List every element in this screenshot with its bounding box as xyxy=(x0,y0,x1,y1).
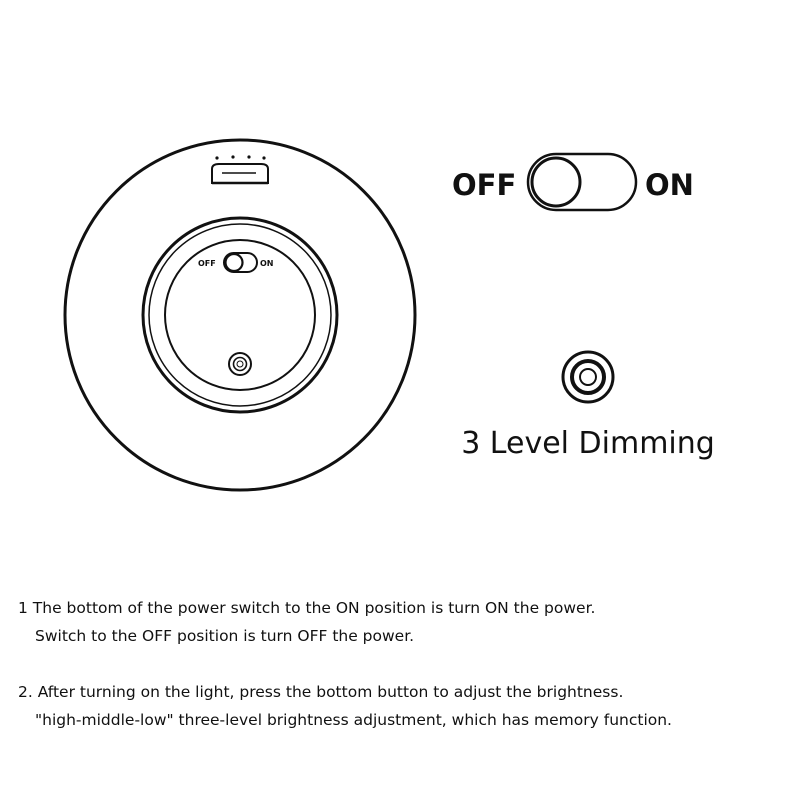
connector-icon xyxy=(211,163,269,185)
instruction-1-line-1: 1 The bottom of the power switch to the … xyxy=(18,599,596,617)
push-button-icon xyxy=(561,350,615,404)
round-light-fixture-icon: OFF ON xyxy=(63,138,417,492)
device-switch-off-label: OFF xyxy=(198,259,216,268)
inner-ring-mid xyxy=(148,223,332,407)
device-switch-on-label: ON xyxy=(260,259,274,268)
callout-off-label: OFF xyxy=(452,168,516,202)
inner-ring-outer xyxy=(141,216,339,414)
device-button xyxy=(228,352,252,376)
device-switch: OFF ON xyxy=(198,252,274,273)
outer-rim xyxy=(63,138,417,492)
indicator-dots xyxy=(215,155,266,160)
callout-on-label: ON xyxy=(645,168,694,202)
instruction-2-line-1: 2. After turning on the light, press the… xyxy=(18,683,624,701)
toggle-switch-icon: OFF ON xyxy=(452,152,694,212)
instruction-2-line-2: "high-middle-low" three-level brightness… xyxy=(35,711,672,729)
inner-ring-inner xyxy=(164,239,316,391)
instructions: 1 The bottom of the power switch to the … xyxy=(18,594,788,734)
dimming-caption: 3 Level Dimming xyxy=(461,426,715,461)
instruction-1-line-2: Switch to the OFF position is turn OFF t… xyxy=(35,627,415,645)
